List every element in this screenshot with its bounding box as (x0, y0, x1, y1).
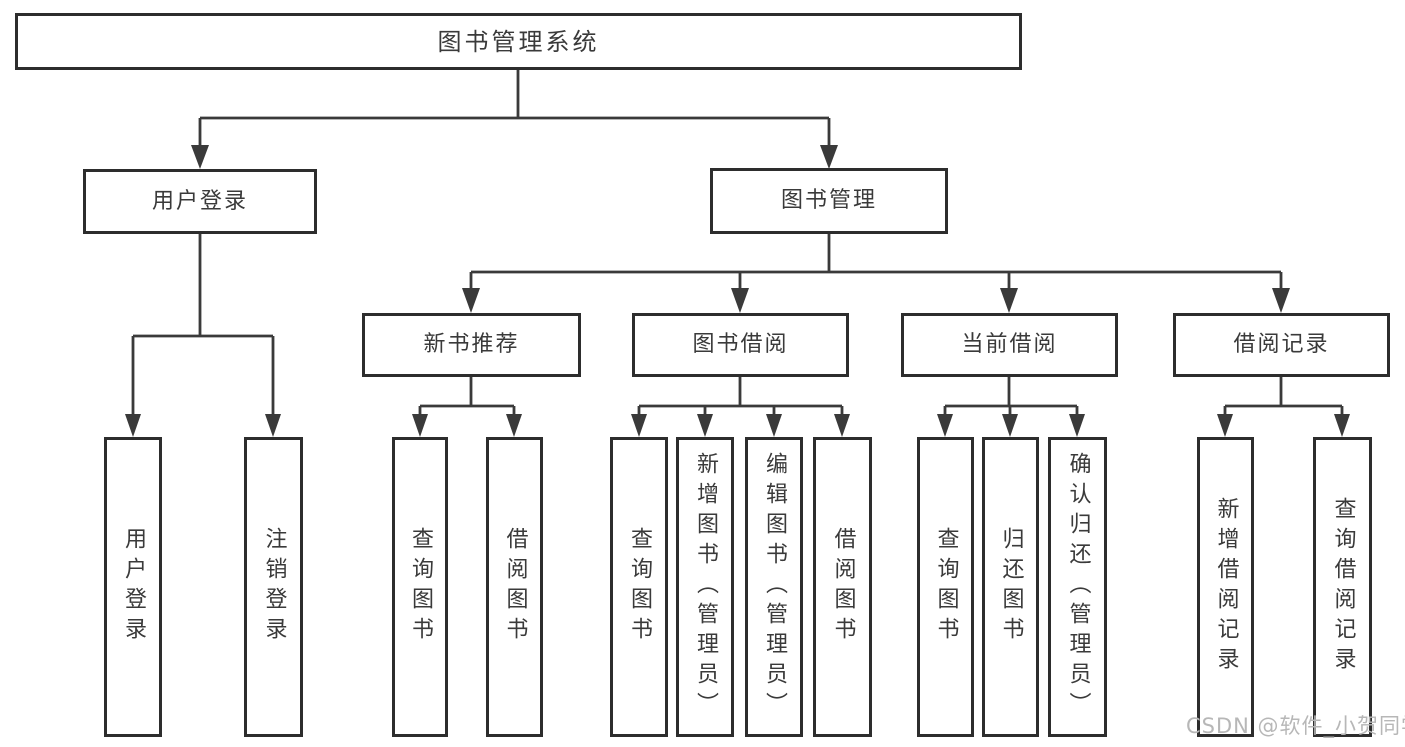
node-label: 查询图书 (933, 527, 959, 647)
node-borrowing-records: 借阅记录 (1173, 313, 1390, 377)
node-library-system-label: 图书管理系统 (437, 27, 600, 56)
node-current-borrowing-label: 当前借阅 (961, 332, 1058, 357)
node-label: 借阅图书 (502, 527, 528, 647)
node-label: 编辑图书（管理员） (762, 452, 787, 722)
node-new-book-recommend: 新书推荐 (362, 313, 581, 377)
node-label: 查询图书 (408, 527, 433, 647)
csdn-watermark: CSDN @软件_小贺同学 (1186, 714, 1405, 738)
node-confirm-return-admin: 确认归还（管理员） (1048, 437, 1107, 737)
node-book-borrowing-label: 图书借阅 (692, 332, 789, 357)
node-user-login: 用户登录 (83, 169, 317, 234)
node-query-books-current: 查询图书 (917, 437, 974, 737)
node-label: 借阅图书 (830, 527, 856, 647)
node-query-books-borrowing: 查询图书 (610, 437, 668, 737)
node-borrow-books-recommend: 借阅图书 (486, 437, 543, 737)
node-borrow-books: 借阅图书 (813, 437, 872, 737)
node-label: 确认归还（管理员） (1065, 452, 1091, 722)
node-library-system: 图书管理系统 (15, 13, 1022, 70)
arrowhead-icons (125, 145, 1350, 437)
node-book-management-label: 图书管理 (780, 188, 877, 213)
node-edit-books-admin: 编辑图书（管理员） (745, 437, 803, 737)
node-new-book-recommend-label: 新书推荐 (423, 332, 520, 357)
node-current-borrowing: 当前借阅 (901, 313, 1118, 377)
node-label: 新增图书（管理员） (693, 452, 718, 722)
node-label: 归还图书 (998, 527, 1024, 647)
node-add-books-admin: 新增图书（管理员） (676, 437, 734, 737)
node-query-borrow-record: 查询借阅记录 (1313, 437, 1372, 737)
node-logout-action: 注销登录 (244, 437, 303, 737)
node-label: 注销登录 (261, 527, 287, 647)
node-label: 查询图书 (627, 527, 652, 647)
node-label: 新增借阅记录 (1213, 497, 1239, 677)
node-query-books-recommend: 查询图书 (392, 437, 448, 737)
node-add-borrow-record: 新增借阅记录 (1197, 437, 1254, 737)
node-book-management: 图书管理 (710, 168, 948, 234)
node-book-borrowing: 图书借阅 (632, 313, 849, 377)
node-return-books: 归还图书 (982, 437, 1039, 737)
node-borrowing-records-label: 借阅记录 (1233, 332, 1330, 357)
node-user-login-action: 用户登录 (104, 437, 162, 737)
node-user-login-label: 用户登录 (151, 188, 248, 214)
node-label: 用户登录 (121, 527, 146, 647)
node-label: 查询借阅记录 (1330, 497, 1356, 677)
